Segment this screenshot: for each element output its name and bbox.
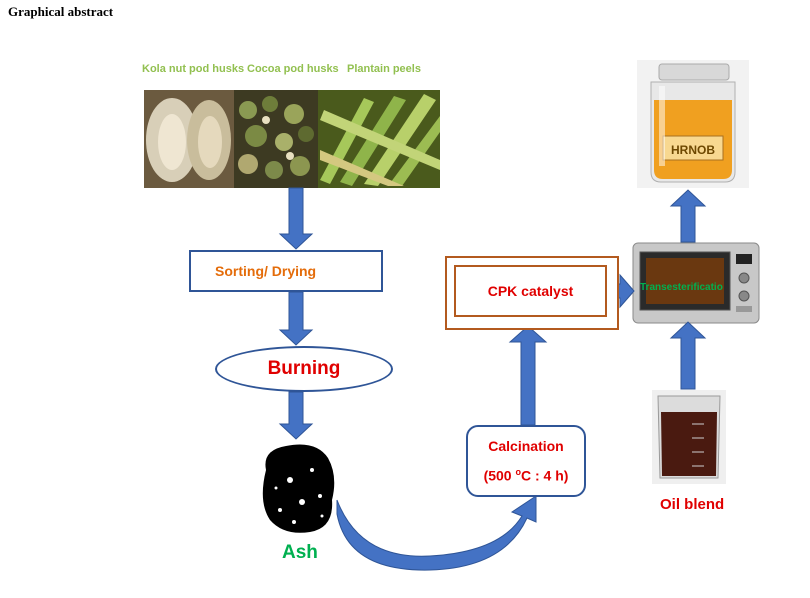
graphical-abstract-heading: Graphical abstract bbox=[8, 4, 114, 19]
burning-ellipse: Burning bbox=[215, 346, 393, 392]
label-plantain-peels: Plantain peels bbox=[347, 63, 421, 75]
calcination-box: Calcination (500 oC : 4 h) bbox=[466, 425, 586, 497]
arrow-up-2 bbox=[669, 321, 707, 390]
arrow-down-3 bbox=[278, 391, 314, 440]
arrow-curved bbox=[336, 495, 537, 571]
arrow-up-3 bbox=[669, 189, 707, 243]
product-label: HRNOB bbox=[671, 143, 715, 157]
calcination-conditions: (500 oC : 4 h) bbox=[483, 467, 569, 484]
oil-beaker bbox=[652, 390, 726, 484]
transesterification-label: Transesterificatio bbox=[640, 282, 723, 293]
label-kola-nut: Kola nut pod husks bbox=[142, 63, 245, 75]
ash-label: Ash bbox=[282, 542, 318, 563]
feedstock-photo bbox=[144, 90, 440, 188]
arrow-up-1 bbox=[508, 325, 548, 426]
calcination-title: Calcination bbox=[488, 438, 564, 455]
cpk-catalyst-box: CPK catalyst bbox=[454, 265, 607, 317]
biodiesel-jar bbox=[637, 60, 749, 188]
oil-blend-label: Oil blend bbox=[660, 496, 725, 513]
sorting-drying-box: Sorting/ Drying bbox=[189, 250, 383, 292]
label-cocoa-pod: Cocoa pod husks bbox=[247, 63, 339, 75]
arrow-down-2 bbox=[278, 291, 314, 346]
ash-image bbox=[262, 444, 335, 533]
arrow-down-1 bbox=[278, 187, 314, 250]
microwave-reactor bbox=[632, 242, 760, 324]
